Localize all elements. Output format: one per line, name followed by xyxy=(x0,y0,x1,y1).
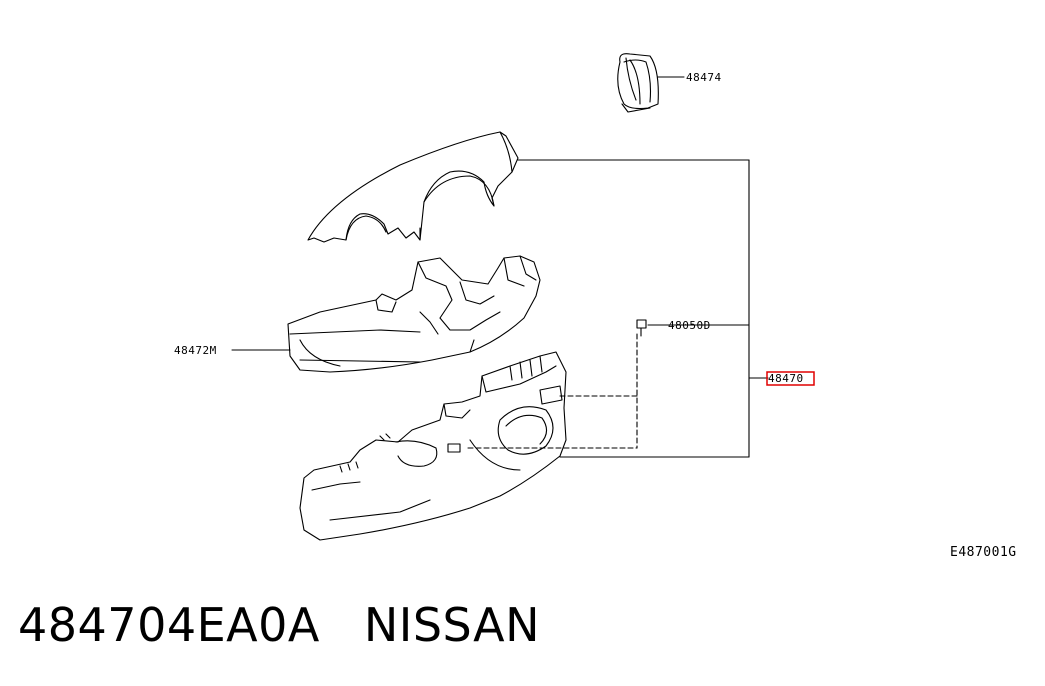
screw-part xyxy=(636,319,647,337)
part-number: 484704EA0A xyxy=(18,598,320,652)
figure-code: E487001G xyxy=(950,545,1017,560)
callout-48050d: 48050D xyxy=(668,319,711,332)
part-brand: NISSAN xyxy=(363,598,540,652)
callout-48474: 48474 xyxy=(686,71,722,84)
callout-48470[interactable]: 48470 xyxy=(768,372,804,385)
selected-part-highlight xyxy=(766,371,815,386)
upper-column-cover-part xyxy=(307,131,519,243)
callout-48472m: 48472M xyxy=(174,344,217,357)
lower-shell-part xyxy=(299,351,567,541)
ring-collar-part xyxy=(617,53,659,113)
part-title: 484704EA0A NISSAN xyxy=(18,598,540,652)
lower-column-cover-part xyxy=(287,255,541,373)
